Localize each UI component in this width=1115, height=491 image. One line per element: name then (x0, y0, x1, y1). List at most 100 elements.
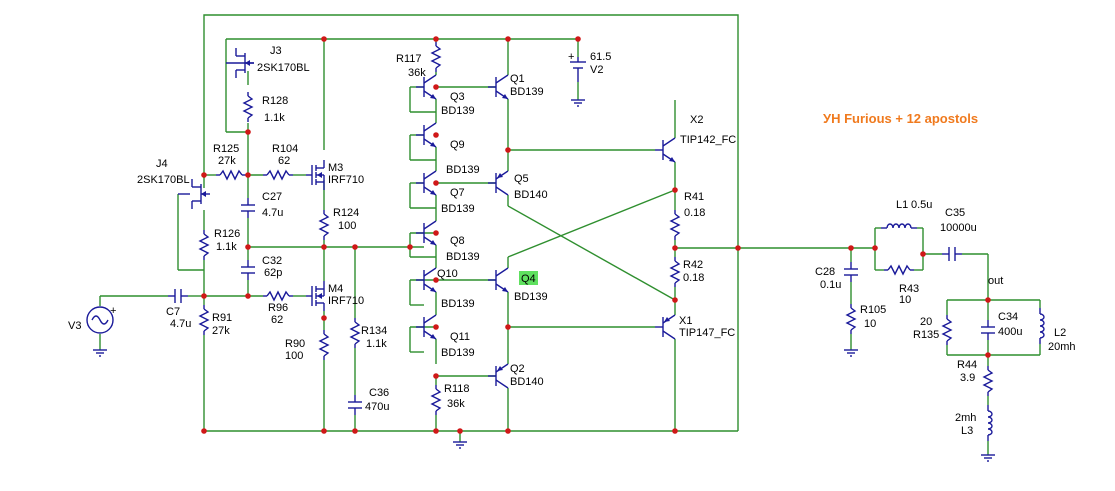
q9-label: Q9 (450, 139, 465, 151)
q4-transistor: Q4 BD139 (487, 267, 548, 303)
q3-value: BD139 (441, 105, 475, 117)
x2-label: X2 (690, 114, 703, 126)
r124-value: 100 (338, 220, 356, 232)
q11-value: BD139 (441, 347, 475, 359)
m3-value: IRF710 (328, 174, 364, 186)
c7-capacitor: C7 4.7u (166, 288, 191, 330)
q7-label: Q7 (450, 187, 465, 199)
r128-label: R128 (262, 95, 288, 107)
x2-value: TIP142_FC (680, 134, 736, 146)
q3-label: Q3 (450, 91, 465, 103)
c34-capacitor: C34 400u (980, 311, 1022, 341)
q10-value: BD139 (441, 298, 475, 310)
c35-value: 10000u (940, 222, 977, 234)
c36-capacitor: C36 470u (347, 387, 389, 416)
q1-label: Q1 (510, 73, 525, 85)
r42-resistor: R42 0.18 (670, 256, 704, 288)
r117-resistor: R117 36k (396, 41, 441, 79)
c35-capacitor: C35 10000u (940, 207, 977, 262)
svg-text:+: + (568, 51, 574, 63)
r44-resistor: R44 3.9 (957, 359, 993, 397)
l3-inductor: 2mh L3 (955, 404, 996, 462)
v3-source: + V3 (68, 305, 116, 357)
q7-value: BD139 (441, 203, 475, 215)
r117-value: 36k (408, 67, 426, 79)
c36-label: C36 (369, 387, 389, 399)
q5-label: Q5 (514, 173, 529, 185)
schematic-title: УН Furious + 12 apostols (823, 111, 978, 126)
r135-resistor: 20 R135 (913, 314, 952, 346)
q2-transistor: Q2 BD140 (487, 363, 544, 389)
r104-resistor: R104 62 (262, 143, 298, 180)
j4-value: 2SK170BL (137, 174, 190, 186)
r104-label: R104 (272, 143, 298, 155)
r41-resistor: R41 0.18 (670, 191, 705, 241)
x1-value: TIP147_FC (679, 327, 735, 339)
m4-value: IRF710 (328, 295, 364, 307)
r90-label: R90 (285, 338, 305, 350)
out-label: out (988, 275, 1003, 287)
r91-resistor: R91 27k (199, 304, 232, 337)
v2-supply: + 61.5 V2 (568, 51, 611, 107)
c32-capacitor: C32 62p (240, 255, 282, 281)
r91-value: 27k (212, 325, 230, 337)
r41-value: 0.18 (684, 207, 705, 219)
c28-label: C28 (815, 266, 835, 278)
r96-resistor: R96 62 (262, 291, 294, 326)
r125-resistor: R125 27k (213, 143, 247, 180)
c27-capacitor: C27 4.7u (240, 191, 283, 219)
q5-transistor: Q5 BD140 (487, 170, 548, 201)
x1-label: X1 (679, 315, 692, 327)
r134-value: 1.1k (366, 338, 387, 350)
j4-label: J4 (156, 158, 168, 170)
r105-value: 10 (864, 318, 876, 330)
j3-jfet: J3 2SK170BL (226, 45, 310, 79)
q1-transistor: Q1 BD139 (487, 73, 544, 100)
junction-dots (201, 36, 991, 434)
wires (99, 14, 1041, 455)
r117-label: R117 (396, 53, 421, 65)
r105-label: R105 (860, 304, 886, 316)
q8-transistor: Q8 BD139 (415, 220, 480, 263)
r124-label: R124 (333, 207, 359, 219)
l2-inductor: L2 20mh (1039, 307, 1076, 353)
c34-label: C34 (998, 311, 1018, 323)
c28-capacitor: C28 0.1u (815, 261, 859, 291)
r43-value: 10 (899, 294, 911, 306)
r44-label: R44 (957, 359, 977, 371)
l3-label: L3 (961, 425, 973, 437)
r43-resistor: R43 10 (883, 265, 919, 306)
m3-label: M3 (328, 162, 343, 174)
c34-value: 400u (998, 326, 1022, 338)
r126-resistor: R126 1.1k (199, 228, 240, 261)
r135-label: R135 (913, 329, 939, 341)
r134-label: R134 (361, 325, 387, 337)
r125-label: R125 (213, 143, 239, 155)
q1-value: BD139 (510, 86, 544, 98)
r135-value: 20 (920, 316, 932, 328)
ground-symbol (452, 441, 468, 449)
v2-value: 61.5 (590, 51, 611, 63)
q11-label: Q11 (450, 331, 470, 343)
q10-transistor: Q10 BD139 (415, 267, 475, 310)
m4-mosfet: M4 IRF710 (305, 280, 364, 312)
q10-label: Q10 (437, 268, 458, 280)
x1-transistor: X1 TIP147_FC (654, 314, 735, 340)
c7-label: C7 (166, 306, 180, 318)
q9-value: BD139 (446, 164, 480, 176)
j3-value: 2SK170BL (257, 62, 310, 74)
q2-value: BD140 (510, 376, 544, 388)
c36-value: 470u (365, 401, 389, 413)
c32-value: 62p (264, 267, 282, 279)
r118-resistor: R118 36k (431, 383, 469, 416)
q8-label: Q8 (450, 235, 465, 247)
j4-jfet: J4 2SK170BL (137, 158, 211, 210)
svg-text:+: + (110, 305, 116, 317)
c27-value: 4.7u (262, 207, 283, 219)
r126-label: R126 (214, 228, 240, 240)
q3-transistor: Q3 BD139 (415, 74, 475, 117)
q4-label: Q4 (521, 273, 536, 285)
c32-label: C32 (262, 255, 282, 267)
l1-inductor: L1 0.5u (880, 199, 932, 229)
